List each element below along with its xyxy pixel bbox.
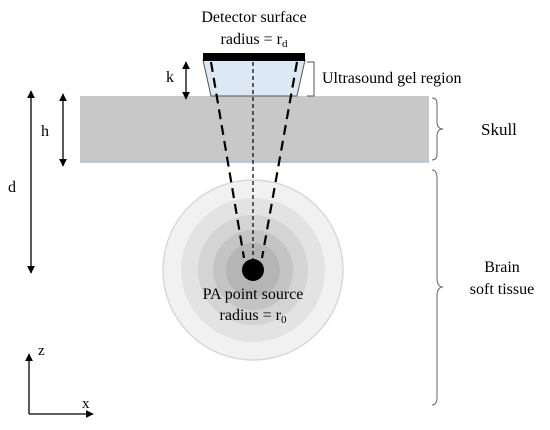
x-axis-label: x <box>82 396 90 412</box>
detector-surface <box>203 53 305 61</box>
z-axis-label: z <box>38 343 45 359</box>
pa-point-source <box>242 259 264 281</box>
brain-label-line2: soft tissue <box>470 281 534 298</box>
cone-left-line <box>209 61 246 259</box>
detector-title: Detector surface <box>201 9 306 26</box>
detector-radius-sub: d <box>282 38 288 50</box>
detection-cone <box>209 61 299 262</box>
cone-right-line <box>260 61 299 259</box>
source-title: PA point source <box>203 286 304 303</box>
d-label: d <box>8 179 16 196</box>
gel-bracket <box>307 61 315 97</box>
skull-layer <box>80 96 429 162</box>
h-label: h <box>41 123 49 140</box>
brain-brace <box>431 169 444 406</box>
skull-label: Skull <box>481 120 517 139</box>
source-radius-prefix: radius = r <box>220 307 282 324</box>
detector-radius: radius = rd <box>221 31 288 50</box>
skull-brace <box>431 97 444 161</box>
detector-radius-prefix: radius = r <box>221 31 283 48</box>
gel-label: Ultrasound gel region <box>322 70 462 87</box>
brain-label-line1: Brain <box>484 259 520 276</box>
gel-region <box>202 59 306 97</box>
source-radius: radius = r0 <box>220 307 287 326</box>
k-label: k <box>166 69 174 86</box>
source-radius-sub: 0 <box>281 314 287 326</box>
